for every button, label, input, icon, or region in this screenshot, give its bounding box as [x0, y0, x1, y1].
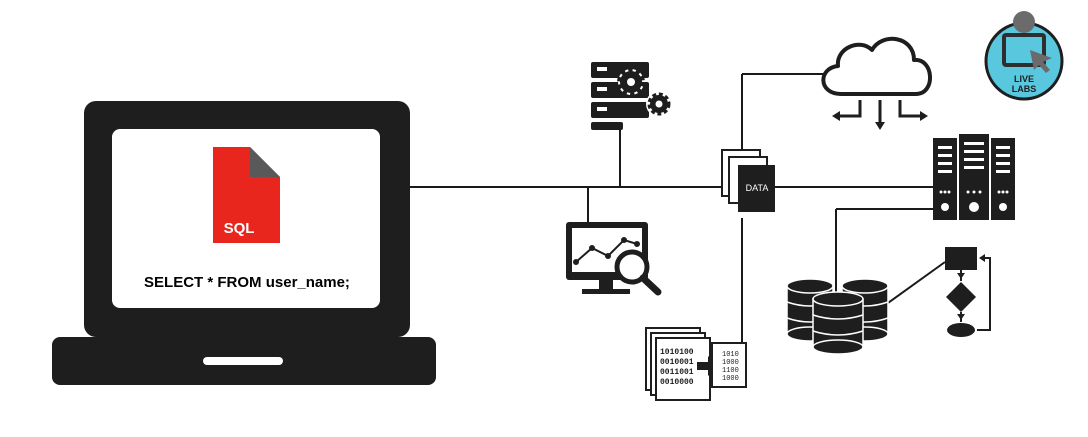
- laptop: SQL SELECT * FROM user_name;: [52, 101, 436, 385]
- db-to-flowchart-line: [887, 261, 946, 304]
- binary-right-line-2: 1000: [722, 359, 739, 367]
- logo-line-2: LABS: [1012, 84, 1037, 94]
- data-document-stack: DATA: [721, 149, 775, 212]
- database-cluster-icon: [786, 278, 889, 355]
- cursor-icon: [1030, 50, 1052, 73]
- sql-file-label: SQL: [224, 220, 255, 237]
- sql-query-text: SELECT * FROM user_name;: [144, 274, 350, 291]
- binary-left-line-1: 1010100: [660, 348, 694, 357]
- binary-left-line-2: 0010001: [660, 358, 694, 367]
- sql-file-icon: SQL: [213, 147, 280, 243]
- data-label: DATA: [746, 183, 769, 193]
- binary-left-line-4: 0010000: [660, 378, 694, 387]
- logo-line-1: LIVE: [1014, 74, 1034, 84]
- gear-server-icon: [591, 62, 672, 130]
- binary-right-line-3: 1100: [722, 367, 739, 375]
- live-labs-logo: LIVE LABS: [984, 11, 1064, 101]
- database-front: [812, 291, 864, 355]
- binary-right-line-1: 1010: [722, 351, 739, 359]
- server-rack-icon: [933, 134, 1015, 220]
- flowchart-icon: [945, 247, 991, 337]
- binary-left-line-3: 0011001: [660, 368, 694, 377]
- laptop-trackpad-slot: [203, 357, 283, 365]
- binary-right-line-4: 1000: [722, 375, 739, 383]
- binary-conversion-icon: 1010100 0010001 0011001 0010000 1010 100…: [645, 327, 747, 401]
- connector-lines: [408, 73, 946, 344]
- cloud-sync-icon: [821, 36, 932, 130]
- analytics-magnifier-icon: [566, 222, 662, 296]
